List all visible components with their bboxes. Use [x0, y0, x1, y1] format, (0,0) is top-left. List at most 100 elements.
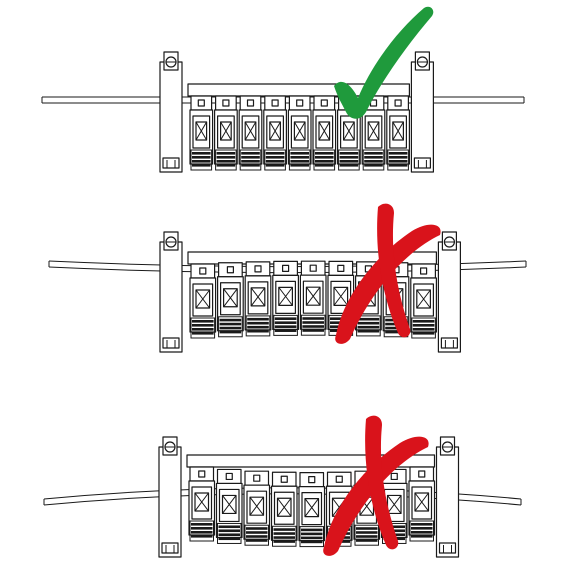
terminal-contact [216, 152, 236, 155]
cross-mark [323, 415, 429, 556]
terminal-base [190, 149, 213, 171]
end-clamp-right-body [437, 241, 461, 353]
terminal-contact [315, 152, 334, 155]
terminal-contact [218, 537, 240, 541]
terminal-block [263, 95, 287, 171]
end-clamp-right-foot [413, 157, 431, 169]
terminal-contact [273, 536, 295, 539]
terminal-base [273, 314, 298, 336]
terminal-block [287, 95, 312, 171]
end-clamp-right-foot-lines [444, 340, 454, 348]
end-clamp-left-foot-lines [166, 160, 176, 168]
terminal-contact [302, 317, 324, 320]
end-clamp-left-body [159, 241, 183, 353]
terminal-contact [273, 540, 295, 543]
terminal-cap-slot [320, 99, 328, 107]
terminal-block [217, 262, 244, 338]
terminal-base [245, 315, 271, 337]
terminal-block [299, 260, 327, 336]
terminal-contact [315, 164, 334, 167]
end-clamp-right-foot [438, 542, 457, 554]
terminal-block [298, 472, 326, 548]
terminal-contact [339, 156, 359, 159]
check-mark-shape [334, 6, 434, 119]
terminal-contact [192, 156, 211, 159]
terminal-spring-cross [278, 287, 293, 306]
terminal-cap-slot [197, 99, 205, 107]
terminal-cap-slot [222, 99, 230, 107]
terminal-spring-cross [195, 121, 208, 141]
terminal-base [356, 315, 381, 337]
terminal-cap-slot [225, 472, 233, 481]
terminal-contact [412, 328, 435, 331]
terminal-base [338, 149, 360, 171]
terminal-contact [216, 156, 236, 159]
end-clamp-left [159, 231, 183, 353]
end-clamp-right-foot-lines [417, 160, 427, 168]
terminal-base [244, 524, 269, 546]
terminal-contact [247, 329, 269, 333]
terminal-contact [302, 329, 324, 332]
end-clamp-right-body [410, 61, 434, 173]
terminal-contact [247, 321, 269, 325]
terminal-base [387, 149, 409, 171]
terminal-block [361, 95, 386, 171]
terminal-contact [246, 535, 268, 538]
terminal-contact [356, 531, 378, 534]
terminal-base [362, 149, 385, 171]
terminal-contact [216, 160, 236, 163]
terminal-contact [364, 152, 383, 155]
terminal-cap-slot [337, 264, 345, 272]
terminal-contact [357, 325, 380, 329]
end-clamp-left-foot-lines [166, 340, 176, 348]
end-clamp-left-body [159, 61, 183, 173]
terminal-block [215, 468, 243, 544]
din-rail-ends [48, 261, 527, 267]
terminal-contact [192, 328, 214, 331]
terminal-contact [192, 160, 211, 163]
terminal-cap-slot [335, 475, 343, 483]
terminal-cap-slot [308, 476, 316, 484]
end-clamp-left-foot [161, 542, 179, 554]
terminal-contact [274, 317, 297, 320]
terminal-spring-cross [250, 287, 266, 307]
terminal-spring-cross [194, 492, 209, 512]
terminal-contact [265, 156, 285, 159]
terminal-contact [273, 528, 295, 531]
end-clamp-left-body [158, 446, 182, 558]
terminal-contact [218, 525, 240, 529]
terminal-contact [265, 164, 285, 167]
terminal-block [243, 470, 271, 546]
terminal-contact [412, 324, 435, 327]
terminal-base [215, 149, 237, 171]
panel-bent-up [43, 415, 522, 558]
terminal-contact [388, 152, 408, 155]
terminal-spring-cross [277, 497, 292, 517]
terminal-contact [301, 528, 323, 532]
terminal-base [288, 149, 311, 171]
terminal-contact [357, 321, 380, 325]
cross-mark-stroke-a [323, 436, 429, 556]
terminal-contact [383, 525, 405, 529]
terminal-block [272, 260, 299, 336]
terminal-contact [290, 160, 309, 163]
terminal-contact [388, 156, 408, 159]
terminal-spring-cross [249, 496, 264, 516]
terminal-contact [274, 329, 297, 332]
cross-mark-stroke-b [377, 203, 411, 338]
terminal-contact [241, 156, 260, 159]
terminal-contact [241, 164, 260, 167]
terminal-spring-cross [416, 289, 431, 309]
terminal-contact [339, 164, 359, 167]
terminal-block [386, 95, 410, 171]
terminal-contact [191, 523, 213, 526]
terminal-contact [219, 330, 242, 334]
terminal-cap-slot [309, 264, 317, 272]
end-clamp-right [437, 231, 461, 353]
terminal-cap-slot [296, 99, 304, 107]
din-rail-ends [41, 97, 525, 103]
terminal-contact [219, 318, 242, 322]
terminal-contact [191, 535, 213, 538]
